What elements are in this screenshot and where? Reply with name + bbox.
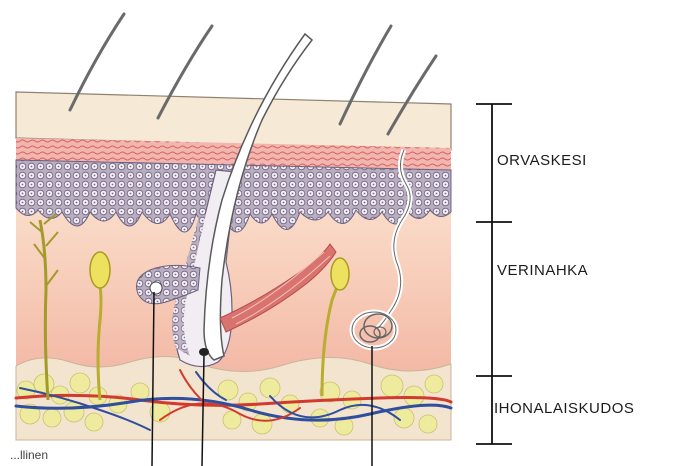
sebaceous-gland-center bbox=[150, 282, 162, 294]
hair-papilla bbox=[199, 348, 209, 356]
label-epidermis: ORVASKESI bbox=[497, 152, 587, 169]
label-subcutis: IHONALAISKUDOS bbox=[494, 400, 634, 417]
label-dermis: VERINAHKA bbox=[497, 262, 588, 279]
cropped-caption: ...llinen bbox=[10, 448, 48, 462]
